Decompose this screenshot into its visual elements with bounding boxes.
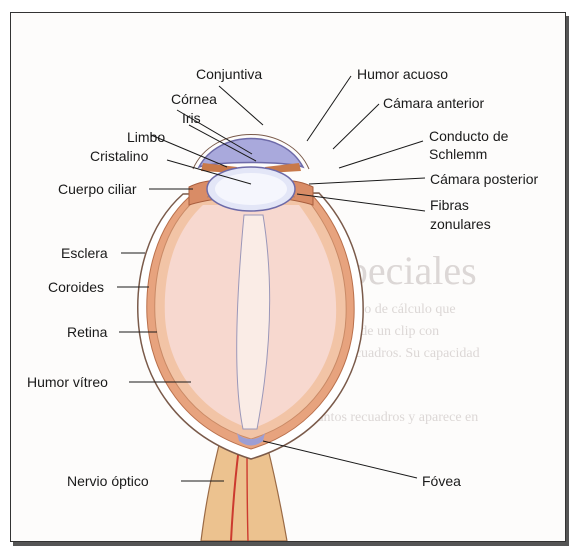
optic-nerve <box>201 445 287 541</box>
label-zonulares: zonulares <box>430 216 491 232</box>
label-esclera: Esclera <box>61 245 108 261</box>
label-cornea: Córnea <box>171 91 217 107</box>
label-coroides: Coroides <box>48 279 104 295</box>
label-limbo: Limbo <box>127 129 165 145</box>
label-fovea: Fóvea <box>422 473 461 489</box>
label-camara-anterior: Cámara anterior <box>383 95 484 111</box>
label-schlemm: Schlemm <box>429 146 487 162</box>
eye-cross-section-diagram: s especiales Su método de cálculo que co… <box>11 13 565 541</box>
label-cuerpo-ciliar: Cuerpo ciliar <box>58 181 137 197</box>
label-conducto-de: Conducto de <box>429 128 509 144</box>
label-iris: Iris <box>182 110 201 126</box>
cornea <box>199 139 303 168</box>
label-camara-posterior: Cámara posterior <box>430 171 538 187</box>
label-fibras: Fibras <box>430 197 469 213</box>
label-humor-vitreo: Humor vítreo <box>27 374 108 390</box>
label-conjuntiva: Conjuntiva <box>196 66 262 82</box>
label-humor-acuoso: Humor acuoso <box>357 66 448 82</box>
diagram-frame: s especiales Su método de cálculo que co… <box>10 12 566 542</box>
label-nervio-optico: Nervio óptico <box>67 473 149 489</box>
lens-nucleus <box>215 173 287 205</box>
background-line: Cuantos recuadros y aparece en <box>301 410 478 425</box>
label-retina: Retina <box>67 324 108 340</box>
label-cristalino: Cristalino <box>90 148 149 164</box>
